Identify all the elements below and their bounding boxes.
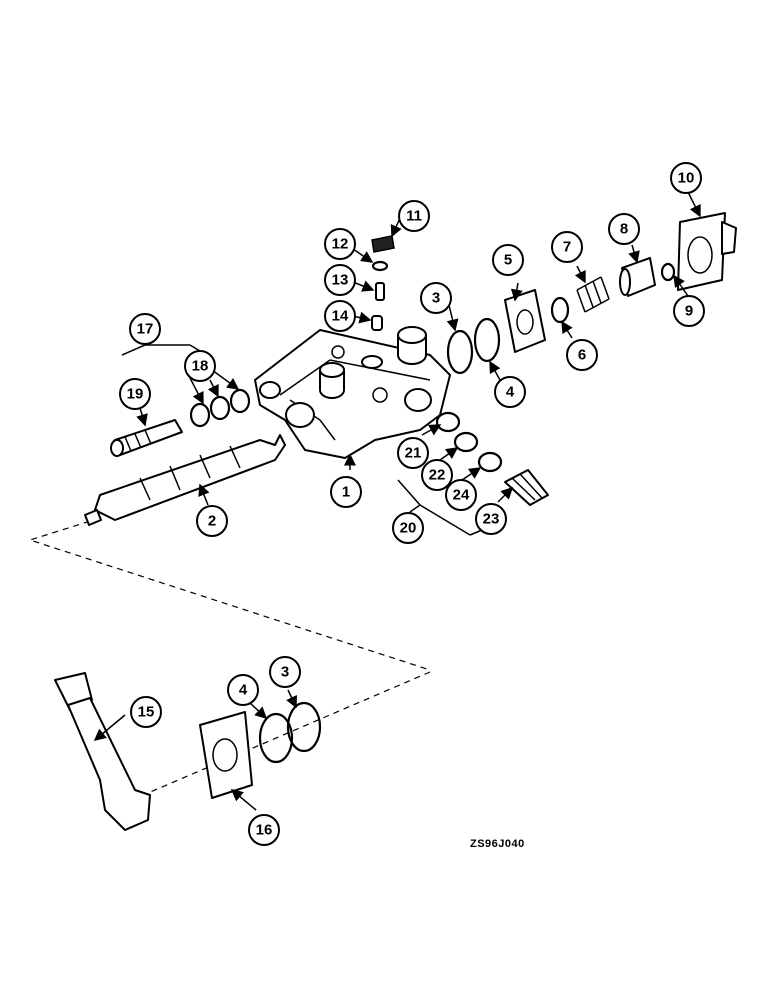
seal-rings-parts-21-22-24 [435,411,503,473]
callout-16: 16 [248,814,280,846]
o-rings-parts-3-4-lower [258,701,322,764]
spool-part-2 [84,434,286,526]
valve-body-part-1 [254,326,451,459]
callout-15: 15 [130,696,162,728]
svg-text:22: 22 [429,467,446,484]
svg-text:9: 9 [685,303,693,320]
svg-text:3: 3 [432,290,440,307]
svg-text:20: 20 [400,520,417,537]
svg-text:24: 24 [453,487,470,504]
svg-text:15: 15 [138,704,155,721]
o-rings-parts-3-4-upper [446,317,501,375]
callout-9: 9 [673,295,705,327]
callout-3-lower: 3 [269,656,301,688]
ring-part-9 [660,262,676,282]
callout-11: 11 [398,200,430,232]
svg-text:2: 2 [208,513,216,530]
svg-text:17: 17 [137,321,154,338]
assembly-dashed-lines [28,517,431,794]
callout-7: 7 [551,231,583,263]
callout-24: 24 [445,479,477,511]
callout-10: 10 [670,162,702,194]
svg-text:4: 4 [506,384,515,401]
svg-text:6: 6 [578,347,586,364]
spring-part-7 [576,276,610,313]
svg-text:16: 16 [256,822,273,839]
callout-17: 17 [129,313,161,345]
lever-handle-part-15 [54,672,151,831]
svg-text:10: 10 [678,170,695,187]
svg-text:8: 8 [620,221,628,238]
callout-4-upper: 4 [494,376,526,408]
svg-text:7: 7 [563,239,571,256]
svg-text:1: 1 [342,484,350,501]
callout-3-upper: 3 [420,282,452,314]
callout-2: 2 [196,505,228,537]
svg-text:3: 3 [281,664,289,681]
mounting-plate-part-16 [199,711,253,799]
svg-text:18: 18 [192,358,209,375]
svg-text:23: 23 [483,511,500,528]
drawing-code-label: ZS96J040 [470,838,525,850]
callout-12: 12 [324,228,356,260]
small-parts-11-14 [371,235,395,331]
callout-5: 5 [492,244,524,276]
leader-lines [93,191,701,811]
callout-19: 19 [119,378,151,410]
callout-1: 1 [330,476,362,508]
callout-14: 14 [324,300,356,332]
detent-spool-part-19 [110,419,183,457]
callout-20: 20 [392,512,424,544]
end-cap-housing-part-10 [677,212,737,291]
washer-part-6 [550,296,570,324]
callout-23: 23 [475,503,507,535]
svg-text:5: 5 [504,252,512,269]
svg-text:21: 21 [405,445,422,462]
svg-text:4: 4 [239,682,248,699]
callout-21: 21 [397,437,429,469]
callout-6: 6 [566,339,598,371]
callout-22: 22 [421,459,453,491]
svg-text:13: 13 [332,272,349,289]
cap-part-8 [619,257,656,297]
callout-8: 8 [608,213,640,245]
callout-4-lower: 4 [227,674,259,706]
svg-text:11: 11 [406,208,422,225]
svg-text:12: 12 [332,236,349,253]
svg-text:19: 19 [127,386,144,403]
cover-plate-part-5 [504,289,546,353]
spring-assembly-part-23 [504,469,549,506]
callout-18: 18 [184,350,216,382]
svg-text:14: 14 [332,308,349,325]
callout-13: 13 [324,264,356,296]
